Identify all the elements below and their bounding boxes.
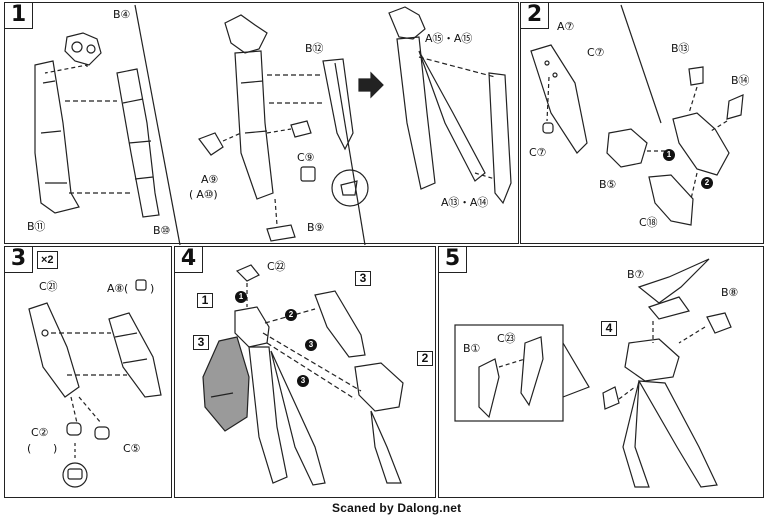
step-number: 3 [5,247,33,273]
part-label: C⑨ [297,151,315,164]
step-1-panel: 1 [4,2,519,246]
part-label: ) [53,442,58,455]
callout-step: 2 [285,309,297,321]
part-label: C㉒ [267,260,286,273]
part-label: B⑧ [721,286,739,299]
part-label: C⑤ [123,442,141,455]
step-reference: 3 [355,271,371,286]
part-label: A⑬・A⑭ [441,196,489,209]
callout-step: 3 [297,375,309,387]
step-1-diagram [34,4,512,246]
part-label: C⑦ [529,146,547,159]
part-label: B⑦ [627,268,645,281]
callout-step: 3 [305,339,317,351]
part-label: B⑨ [307,221,325,234]
step-4-panel: 4 [174,246,436,498]
part-label: B⑩ [153,224,171,237]
part-label: A⑮・A⑮ [425,32,473,45]
step-reference: 3 [193,335,209,350]
part-label: C⑦ [587,46,605,59]
part-label: ( A⑩) [189,188,218,201]
step-5-diagram [454,258,732,488]
part-label: A⑧( [107,282,129,295]
part-label: B⑫ [305,42,324,55]
part-label: A⑨ [201,173,218,186]
part-label: C㉓ [497,332,516,345]
step-reference: 1 [197,293,213,308]
step-number: 2 [521,3,549,29]
scan-credit: Scaned by Dalong.net [332,501,462,515]
part-label: B⑬ [671,42,690,55]
part-label: ) [150,282,155,295]
step-number: 1 [5,3,33,29]
callout-step: 1 [235,291,247,303]
part-label: A⑦ [557,20,574,33]
part-label: B① [463,342,481,355]
part-label: B④ [113,8,131,21]
step-3-diagram [28,279,162,488]
step-2-diagram [530,4,744,226]
step-2-panel: 2 [520,2,764,244]
part-label: B⑭ [731,74,750,87]
step-number: 5 [439,247,467,273]
step-reference: 2 [417,351,433,366]
part-label: C② [31,426,49,439]
part-label: B⑪ [27,220,46,233]
step-3-panel: 3 ×2 C㉑ A⑧( ) C② ( ) [4,246,172,498]
part-label: C⑱ [639,216,658,229]
multiplier-badge: ×2 [37,251,58,269]
step-reference: 4 [601,321,617,336]
part-label: C㉑ [39,280,58,293]
step-5-panel: 5 [438,246,764,498]
callout-step: 1 [663,149,675,161]
step-4-diagram [202,264,404,486]
callout-step: 2 [701,177,713,189]
part-label: B⑤ [599,178,617,191]
step-number: 4 [175,247,203,273]
part-label: ( [27,442,32,455]
